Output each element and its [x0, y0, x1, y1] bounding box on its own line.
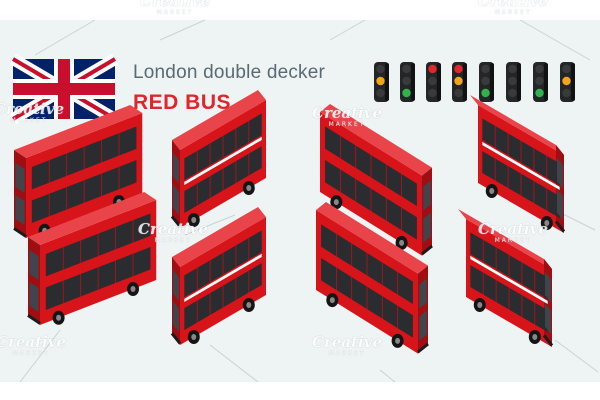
traffic-light-bulb — [508, 76, 517, 86]
double-decker-bus-icon — [470, 95, 566, 233]
traffic-light-bulb — [454, 88, 463, 98]
title-line-2: RED BUS — [133, 91, 232, 114]
traffic-light-bulb — [454, 64, 463, 74]
double-decker-bus-icon — [170, 90, 266, 228]
double-decker-bus-icon — [316, 202, 429, 354]
traffic-light-bulb — [428, 64, 437, 74]
traffic-light-bulb — [535, 88, 544, 98]
title-line-1: London double decker — [133, 62, 326, 83]
traffic-light-icon — [400, 62, 415, 102]
traffic-light-bulb — [481, 64, 490, 74]
traffic-light-icon — [452, 62, 467, 102]
union-jack-flag — [9, 53, 119, 125]
traffic-light-bulb — [481, 88, 490, 98]
traffic-light-icon — [374, 62, 389, 102]
traffic-lights-row — [374, 62, 575, 102]
traffic-light-bulb — [562, 88, 571, 98]
traffic-light-bulb — [376, 88, 385, 98]
double-decker-bus-icon — [170, 207, 266, 345]
double-decker-bus-icon — [320, 104, 433, 256]
traffic-light-bulb — [402, 76, 411, 86]
double-decker-bus-icon — [27, 192, 157, 325]
traffic-light-bulb — [508, 88, 517, 98]
traffic-light-icon — [560, 62, 575, 102]
double-decker-bus-icon — [458, 209, 554, 347]
traffic-light-bulb — [508, 64, 517, 74]
traffic-light-icon — [426, 62, 441, 102]
traffic-light-bulb — [481, 76, 490, 86]
traffic-light-bulb — [562, 76, 571, 86]
traffic-light-bulb — [454, 76, 463, 86]
traffic-light-bulb — [402, 88, 411, 98]
traffic-light-bulb — [376, 64, 385, 74]
traffic-light-icon — [479, 62, 494, 102]
buses-group — [13, 90, 566, 354]
traffic-light-bulb — [376, 76, 385, 86]
traffic-light-icon — [533, 62, 548, 102]
traffic-light-bulb — [428, 88, 437, 98]
double-decker-bus-icon — [13, 105, 143, 238]
traffic-light-bulb — [428, 76, 437, 86]
traffic-light-icon — [506, 62, 521, 102]
traffic-light-bulb — [562, 64, 571, 74]
traffic-light-bulb — [402, 64, 411, 74]
traffic-light-bulb — [535, 76, 544, 86]
traffic-light-bulb — [535, 64, 544, 74]
